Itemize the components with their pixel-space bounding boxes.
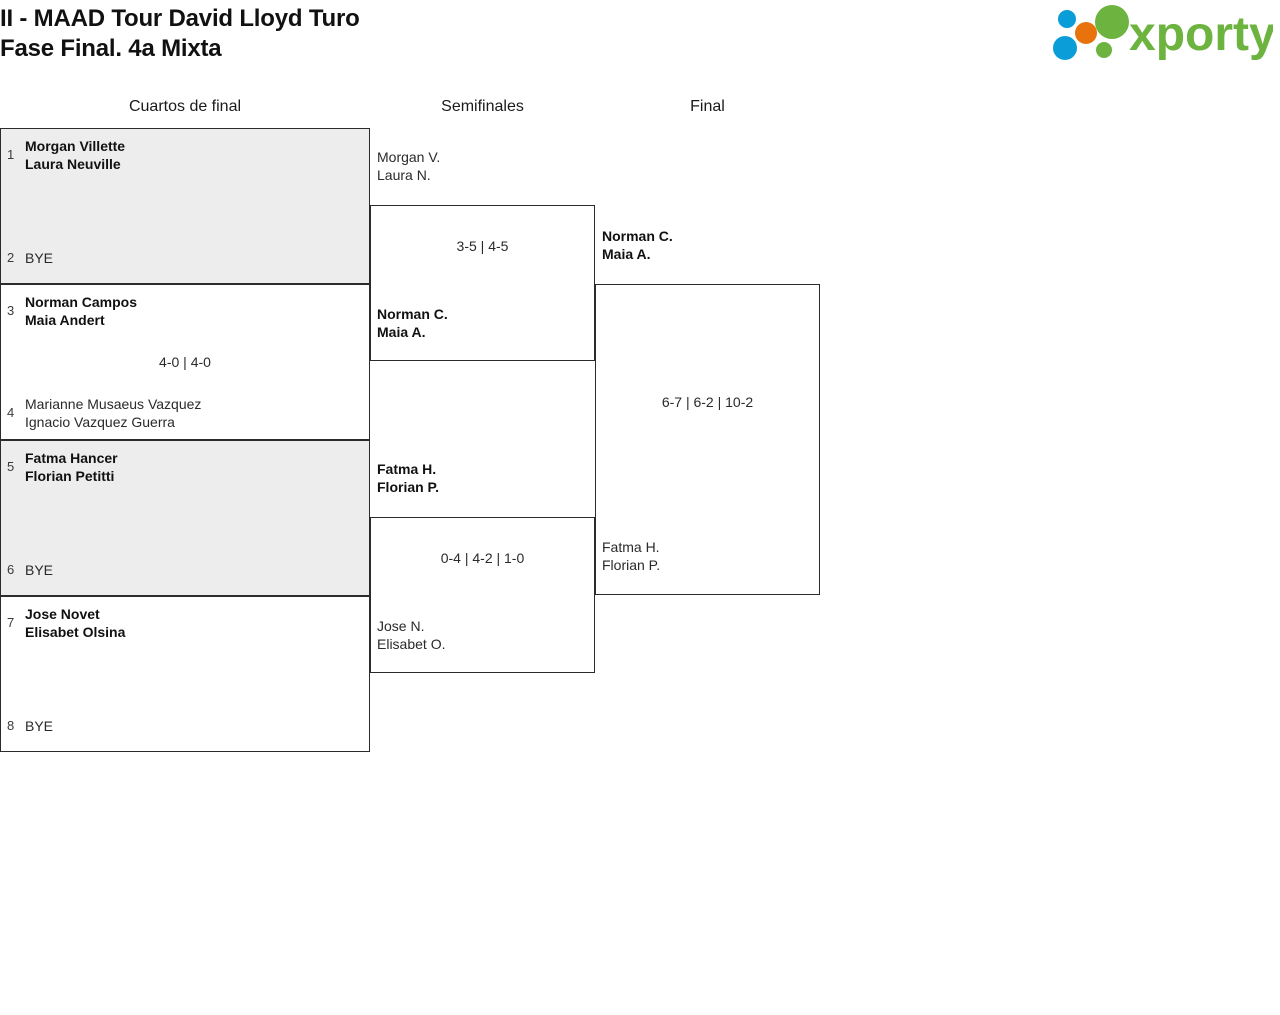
qf4-slot-bottom: 8 BYE (1, 717, 369, 735)
sf2-team-bottom-player1: Jose N. (377, 618, 425, 634)
qf1-team-top-player1: Morgan Villette (25, 138, 126, 154)
qf2-score: 4-0 | 4-0 (159, 354, 211, 370)
logo-dot-orange (1075, 22, 1097, 44)
sf1-team-bottom-player1: Norman C. (377, 306, 448, 322)
qf1-slot-bottom: 2 BYE (1, 249, 369, 267)
qf1-seed-bottom: 2 (7, 250, 15, 265)
qf4-seed-bottom: 8 (7, 718, 15, 733)
final-score: 6-7 | 6-2 | 10-2 (661, 394, 754, 410)
qf2-slot-top: 3 Norman Campos Maia Andert (1, 293, 369, 329)
xporty-logo-graphic: xporty (1053, 5, 1273, 61)
qf1-team-top: Morgan Villette Laura Neuville (25, 137, 125, 173)
qf3-slot-top: 5 Fatma Hancer Florian Petitti (1, 449, 369, 485)
qf4-team-bottom: BYE (25, 718, 54, 734)
qf2-seed-bottom: 4 (7, 405, 15, 420)
qf3-team-bottom: BYE (25, 562, 54, 578)
match-box-qf-2[interactable]: 3 Norman Campos Maia Andert 4-0 | 4-0 4 … (0, 284, 370, 440)
sf2-score: 0-4 | 4-2 | 1-0 (440, 550, 525, 566)
qf2-team-bottom-player1: Marianne Musaeus Vazquez (25, 396, 202, 412)
sf2-team-bottom: Jose N. Elisabet O. (377, 617, 445, 653)
sf1-team-bottom: Norman C. Maia A. (377, 305, 448, 341)
sf1-team-bottom-player2: Maia A. (377, 324, 426, 340)
qf2-team-top: Norman Campos Maia Andert (25, 293, 137, 329)
final-team-top-player1: Norman C. (602, 228, 673, 244)
sf1-team-top-player1: Morgan V. (377, 149, 441, 165)
match-box-sf-1[interactable]: 3-5 | 4-5 Norman C. Maia A. (370, 205, 595, 361)
qf2-team-top-player1: Norman Campos (25, 294, 138, 310)
qf2-seed-top: 3 (7, 303, 15, 318)
qf4-slot-top: 7 Jose Novet Elisabet Olsina (1, 605, 369, 641)
qf4-team-top: Jose Novet Elisabet Olsina (25, 605, 125, 641)
sf2-team-bottom-player2: Elisabet O. (377, 636, 446, 652)
round-header-quarterfinals: Cuartos de final (128, 98, 242, 115)
qf3-slot-bottom: 6 BYE (1, 561, 369, 579)
final-team-top: Norman C. Maia A. (602, 227, 673, 263)
sf2-team-top-player2: Florian P. (377, 479, 439, 495)
round-header-final: Final (690, 98, 725, 115)
qf4-team-top-player2: Elisabet Olsina (25, 624, 126, 640)
match-box-qf-4[interactable]: 7 Jose Novet Elisabet Olsina 8 BYE (0, 596, 370, 752)
qf3-seed-bottom: 6 (7, 562, 15, 577)
qf2-team-bottom-player2: Ignacio Vazquez Guerra (25, 414, 175, 430)
page-title: II - MAAD Tour David Lloyd Turo Fase Fin… (0, 0, 900, 64)
qf1-seed-top: 1 (7, 147, 15, 162)
round-header-semifinals: Semifinales (441, 98, 524, 115)
tournament-title-line1: II - MAAD Tour David Lloyd Turo (0, 5, 360, 32)
match-box-qf-3[interactable]: 5 Fatma Hancer Florian Petitti 6 BYE (0, 440, 370, 596)
sf1-score: 3-5 | 4-5 (456, 238, 509, 254)
logo-dot-green-small (1096, 42, 1112, 58)
xporty-logo[interactable]: xporty (1041, 5, 1273, 63)
final-team-bottom-player1: Fatma H. (602, 539, 660, 555)
sf2-team-top-player1: Fatma H. (377, 461, 437, 477)
match-box-sf-2[interactable]: 0-4 | 4-2 | 1-0 Jose N. Elisabet O. (370, 517, 595, 673)
logo-dot-blue-top (1058, 10, 1076, 28)
qf3-seed-top: 5 (7, 459, 15, 474)
final-team-bottom-player2: Florian P. (602, 557, 661, 573)
logo-wordmark: xporty (1129, 8, 1273, 61)
final-team-top-player2: Maia A. (602, 246, 651, 262)
qf2-team-top-player2: Maia Andert (25, 312, 105, 328)
qf3-team-top-player1: Fatma Hancer (25, 450, 118, 466)
sf1-team-top: Morgan V. Laura N. (377, 148, 440, 184)
qf4-seed-top: 7 (7, 615, 15, 630)
qf1-team-bottom: BYE (25, 250, 54, 266)
qf2-team-bottom: Marianne Musaeus Vazquez Ignacio Vazquez… (25, 395, 201, 431)
match-box-qf-1[interactable]: 1 Morgan Villette Laura Neuville 2 BYE (0, 128, 370, 284)
match-box-final[interactable]: 6-7 | 6-2 | 10-2 Fatma H. Florian P. (595, 284, 820, 595)
sf2-team-top: Fatma H. Florian P. (377, 460, 439, 496)
logo-dot-blue-bottom (1053, 36, 1077, 60)
qf1-team-top-player2: Laura Neuville (25, 156, 121, 172)
qf3-team-top-player2: Florian Petitti (25, 468, 115, 484)
final-team-bottom: Fatma H. Florian P. (602, 538, 660, 574)
tournament-subtitle-line2: Fase Final. 4a Mixta (0, 35, 222, 62)
qf2-slot-bottom: 4 Marianne Musaeus Vazquez Ignacio Vazqu… (1, 395, 369, 431)
logo-dot-green-large (1095, 5, 1129, 39)
qf3-team-top: Fatma Hancer Florian Petitti (25, 449, 118, 485)
qf1-slot-top: 1 Morgan Villette Laura Neuville (1, 137, 369, 173)
qf4-team-top-player1: Jose Novet (25, 606, 100, 622)
sf1-team-top-player2: Laura N. (377, 167, 431, 183)
